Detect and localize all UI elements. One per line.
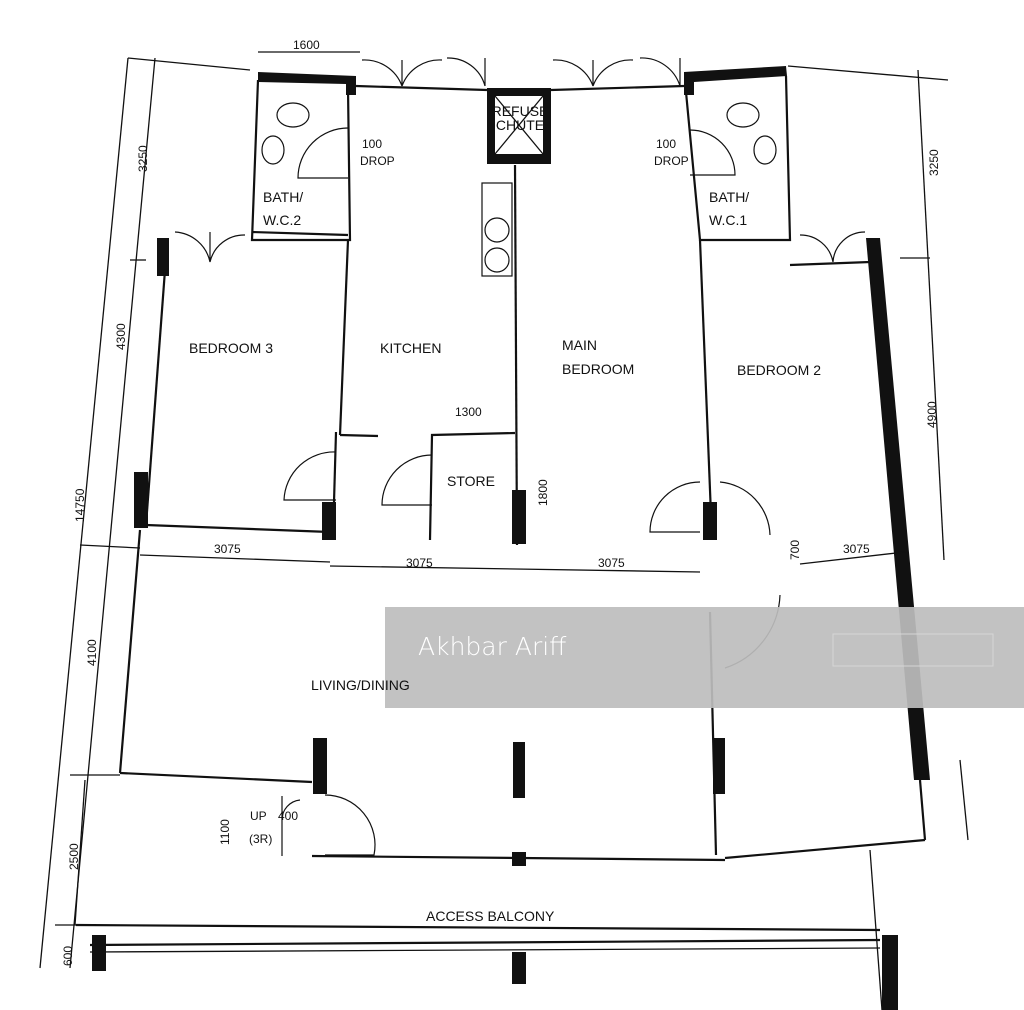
bedroom2-label: BEDROOM 2 bbox=[737, 362, 821, 378]
dim-3075-b: 3075 bbox=[406, 556, 433, 570]
dim-3250-right: 3250 bbox=[927, 149, 941, 176]
watermark-band bbox=[385, 607, 1024, 708]
dim-3250-left: 3250 bbox=[136, 145, 150, 172]
dim-1300: 1300 bbox=[455, 405, 482, 419]
bath-wc2-label: BATH/ bbox=[263, 189, 303, 205]
drop-note-left-line2: DROP bbox=[360, 154, 395, 168]
dim-4100: 4100 bbox=[85, 639, 99, 666]
walls bbox=[74, 66, 930, 1010]
refuse-chute-label-line2: CHUTE bbox=[496, 117, 544, 133]
store-label: STORE bbox=[447, 473, 495, 489]
refuse-chute-label: REFUSE bbox=[492, 103, 549, 119]
sink-bowl-icon bbox=[484, 217, 510, 243]
room-labels: REFUSE CHUTE BATH/ W.C.2 BATH/ W.C.1 BED… bbox=[189, 103, 821, 924]
toilet-icon bbox=[726, 102, 760, 128]
notes: 100 DROP 100 DROP UP 400 (3R) bbox=[249, 137, 689, 846]
dim-1100: 1100 bbox=[218, 819, 232, 845]
kitchen-label: KITCHEN bbox=[380, 340, 441, 356]
dim-3075-d: 3075 bbox=[843, 542, 870, 556]
access-balcony-label: ACCESS BALCONY bbox=[426, 908, 555, 924]
main-bedroom-label: MAIN bbox=[562, 337, 597, 353]
dim-14750: 14750 bbox=[73, 488, 87, 522]
drop-note-right: 100 bbox=[656, 137, 676, 151]
dim-3075-a: 3075 bbox=[214, 542, 241, 556]
dim-4900: 4900 bbox=[925, 401, 939, 428]
sink-bowl-icon bbox=[484, 247, 510, 273]
toilet-icon bbox=[276, 102, 310, 128]
bath-wc1-label: BATH/ bbox=[709, 189, 749, 205]
dim-4300: 4300 bbox=[114, 323, 128, 350]
fixtures bbox=[261, 102, 777, 277]
watermark-text: Akhbar Ariff bbox=[418, 632, 567, 661]
dim-700: 700 bbox=[788, 540, 802, 560]
left-dimension-lines bbox=[39, 51, 360, 969]
dim-1800: 1800 bbox=[536, 479, 550, 506]
bedroom3-label: BEDROOM 3 bbox=[189, 340, 273, 356]
main-bedroom-label-line2: BEDROOM bbox=[562, 361, 634, 377]
living-dining-label: LIVING/DINING bbox=[311, 677, 410, 693]
dim-600: 600 bbox=[61, 946, 75, 966]
drop-note-right-line2: DROP bbox=[654, 154, 689, 168]
drop-note-left: 100 bbox=[362, 137, 382, 151]
dimensions: 1600 3250 4300 14750 4100 2500 600 1100 … bbox=[61, 38, 941, 966]
dim-1600: 1600 bbox=[293, 38, 320, 52]
doors bbox=[174, 57, 866, 856]
dim-2500: 2500 bbox=[67, 843, 81, 870]
watermark-logo bbox=[832, 633, 994, 667]
bath-wc2-label-line2: W.C.2 bbox=[263, 212, 301, 228]
stairs-note-up: UP bbox=[250, 809, 267, 823]
watermark: Akhbar Ariff bbox=[385, 607, 1024, 708]
stairs-note-400: 400 bbox=[278, 809, 298, 823]
right-dimension-lines bbox=[787, 65, 969, 841]
dim-3075-c: 3075 bbox=[598, 556, 625, 570]
basin-icon bbox=[753, 135, 777, 165]
bath-wc1-label-line2: W.C.1 bbox=[709, 212, 747, 228]
sink-icon bbox=[481, 182, 513, 277]
stairs-note-3r: (3R) bbox=[249, 832, 272, 846]
basin-icon bbox=[261, 135, 285, 165]
